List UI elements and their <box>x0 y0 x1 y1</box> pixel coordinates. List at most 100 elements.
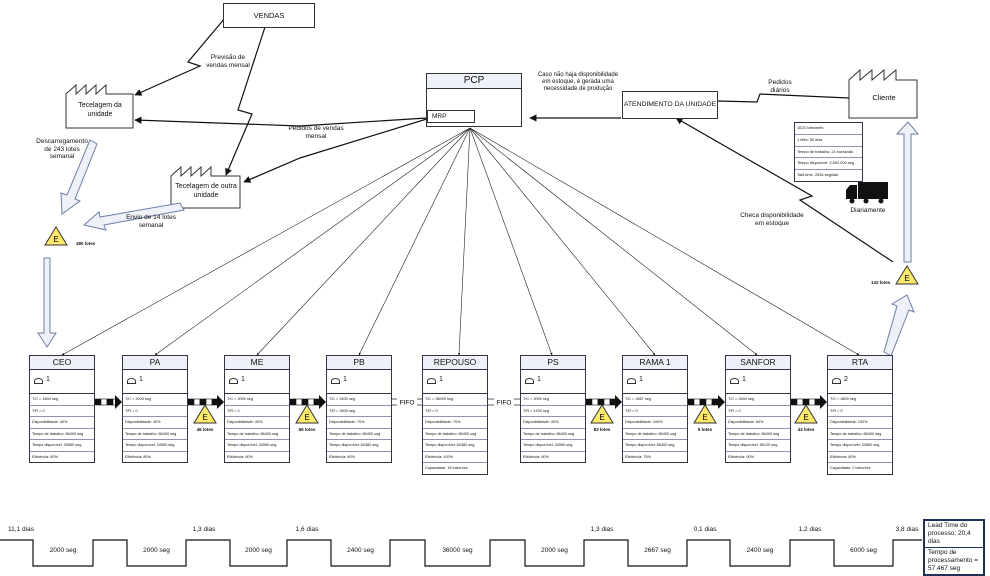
process-data-row: T/R = 0 <box>623 406 687 417</box>
operator-icon <box>832 378 841 384</box>
truck-icon <box>846 182 888 204</box>
process-data-row: T/R = 0 <box>726 406 790 417</box>
timeline-seconds: 2000 seg <box>245 547 272 554</box>
process-data-row: T/C = 1800 seg <box>30 394 94 406</box>
lead-time-text: Lead Time do processo: 20,4 dias <box>925 521 983 548</box>
timeline-days: 3,8 dias <box>895 526 919 533</box>
push-stripe <box>94 398 102 406</box>
factory-icon <box>170 165 241 209</box>
inventory-symbol: E <box>599 413 604 422</box>
process-data-row: T/C = 4800 seg <box>828 394 892 406</box>
tecelagem-unidade-label: Tecelagem da unidade <box>78 102 122 118</box>
process-name: RAMA 1 <box>623 356 687 370</box>
pedidos-vendas-label: Pedidos de vendas mensal <box>288 125 344 140</box>
process-data-row: T/C = 2000 seg <box>225 394 289 406</box>
operator-icon <box>331 378 340 384</box>
inventory-triangle: E <box>895 265 919 285</box>
operator-icon <box>525 378 534 384</box>
process-data-row: Tempo disponível: 60480 seg <box>423 440 487 452</box>
customer-info-row: Takt-time: 2534 seg/lote <box>797 172 839 178</box>
inventory-triangle: E <box>193 404 217 424</box>
inventory-label: 46 lotes <box>196 427 214 432</box>
push-arrowhead <box>319 395 326 409</box>
schedule-lines <box>61 127 860 356</box>
timeline-wave <box>0 539 922 567</box>
operator-icon <box>127 378 136 384</box>
operator-count: 1 <box>46 376 50 383</box>
operator-icon <box>229 378 238 384</box>
process-data-row: T/C = 2000 seg <box>123 394 187 406</box>
process-data-row: Tempo disponível: 34560 seg <box>521 440 585 452</box>
process-data-row: Tempo de trabalho: 86400 seg <box>828 429 892 440</box>
lead-time-box: Lead Time do processo: 20,4 dias Tempo d… <box>923 519 985 576</box>
inventory-symbol: E <box>904 274 909 283</box>
fifo-label: FIFO <box>400 400 415 407</box>
checa-label: Checa disponibilidade em estoque <box>740 212 804 227</box>
inventory-triangle: E <box>44 226 68 246</box>
timeline-days: 1,2 dias <box>798 526 822 533</box>
operator-icon <box>427 378 436 384</box>
process-data-row: T/R = 1200 seg <box>521 406 585 417</box>
inventory-symbol: E <box>53 235 58 244</box>
inventory-triangle: E <box>295 404 319 424</box>
process-data-row: Eficiência: 100% <box>423 452 487 463</box>
diariamente-label: Diariamente <box>850 207 886 214</box>
process-data-row: Disponibilidade: 40% <box>30 417 94 429</box>
operator-count: 1 <box>343 376 347 383</box>
process-data-row: Tempo de trabalho: 86400 seg <box>123 429 187 440</box>
process-data-row: Tempo de trabalho: 86400 seg <box>423 429 487 440</box>
process-data-row: Eficiência: 80% <box>227 454 253 459</box>
process-name: REPOUSO <box>423 356 487 370</box>
process-data-row: Disponibilidade: 70% <box>423 417 487 429</box>
customer-info-row: 1023 lotes/mês <box>795 123 862 135</box>
operator-count: 2 <box>844 376 848 383</box>
process-data-row: T/R = 0 <box>225 406 289 417</box>
timeline-days: 0,1 dias <box>693 526 717 533</box>
process-data-row: Eficiência: 80% <box>32 454 58 459</box>
customer-info-table: 1023 lotes/mês 1 Mês: 30 dias Tempo de t… <box>794 122 863 182</box>
timeline-days: 1,3 dias <box>192 526 216 533</box>
timeline-seconds: 2000 seg <box>541 547 568 554</box>
operator-count: 1 <box>139 376 143 383</box>
process-data-row: Disponibilidade: 70% <box>327 417 391 429</box>
timeline-seconds: 2667 seg <box>644 547 671 554</box>
process-data-row: Disponibilidade: 40% <box>521 417 585 429</box>
customer-info-row: Tempo de trabalho: 24 horas/dia <box>795 147 862 159</box>
inventory-symbol: E <box>702 413 707 422</box>
timeline <box>0 539 922 567</box>
process-data-row: Tempo disponível: 60480 seg <box>327 440 391 452</box>
push-arrowhead <box>820 395 827 409</box>
timeline-seconds: 6000 seg <box>850 547 877 554</box>
inventory-triangle: E <box>693 404 717 424</box>
push-arrowhead <box>615 395 622 409</box>
descarregamento-label: Descarregamento de 243 lotes semanal <box>36 138 88 160</box>
timeline-seconds: 2400 seg <box>347 547 374 554</box>
operator-cell: 1 <box>521 370 585 394</box>
process-name: PA <box>123 356 187 370</box>
customer-info-row: Tempo disponível: 2.592.000 seg <box>795 158 862 171</box>
inventory-label: 43 lotes <box>797 427 815 432</box>
process-data-row: T/C = 2000 seg <box>521 394 585 406</box>
push-arrowhead <box>115 395 122 409</box>
push-arrow <box>790 395 827 409</box>
process-data-row: Eficiência: 80% <box>125 454 151 459</box>
process-name: SANFOR <box>726 356 790 370</box>
processing-time-text: Tempo de processamento = 57.467 seg <box>928 549 979 572</box>
operator-count: 1 <box>537 376 541 383</box>
inventory-label: 132 lotes <box>871 280 891 285</box>
operator-cell: 1 <box>123 370 187 394</box>
fifo-label-bg <box>494 398 514 406</box>
process-data-row: Tempo de trabalho: 86400 seg <box>30 429 94 440</box>
operator-cell: 1 <box>623 370 687 394</box>
process-data-row: Tempo disponível: 34560 seg <box>123 440 187 452</box>
operator-cell: 1 <box>225 370 289 394</box>
process-name: CEO <box>30 356 94 370</box>
inventory-symbol: E <box>202 413 207 422</box>
operator-cell: 1 <box>726 370 790 394</box>
